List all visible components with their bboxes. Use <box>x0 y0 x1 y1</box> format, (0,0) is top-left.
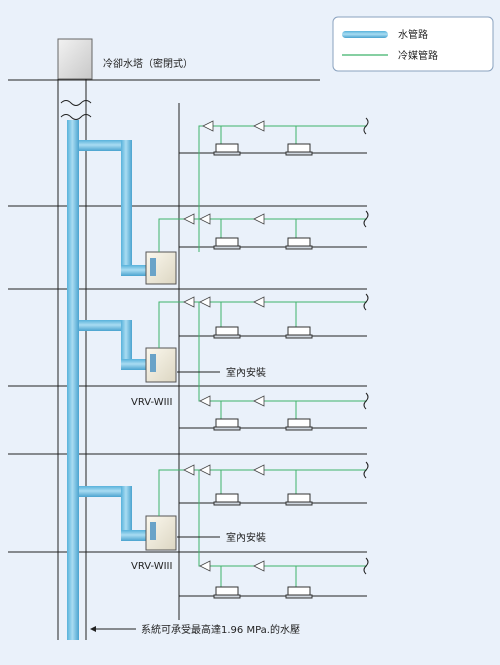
legend-water-swatch <box>342 31 388 38</box>
indoor-unit <box>285 418 313 431</box>
floor-lines <box>8 205 367 553</box>
water-branch-2 <box>79 320 148 370</box>
edge-break-marks <box>363 117 369 575</box>
vrv-label-1: VRV-WIII <box>131 397 172 408</box>
water-branch-1 <box>79 140 148 276</box>
water-branch-3 <box>79 486 148 541</box>
vrv-unit-2 <box>145 347 177 383</box>
legend-water-label: 水管路 <box>398 28 428 41</box>
legend-box <box>332 16 494 72</box>
branch-triangles <box>183 120 265 572</box>
pressure-arrow-icon <box>90 626 96 632</box>
vrv-unit-1 <box>145 251 177 285</box>
indoor-unit <box>285 143 313 156</box>
ceiling-lines <box>179 152 367 597</box>
indoor-unit <box>213 237 241 250</box>
indoor-unit <box>213 143 241 156</box>
indoor-units <box>213 143 313 599</box>
vrv-label-2: VRV-WIII <box>131 561 172 572</box>
indoor-unit <box>285 493 313 506</box>
legend: 水管路 冷媒管路 <box>332 16 494 72</box>
indoor-unit <box>285 326 313 339</box>
refrigerant-lines <box>158 125 367 590</box>
indoor-unit <box>213 586 241 599</box>
indoor-unit <box>285 586 313 599</box>
indoor-install-label-2: 室內安裝 <box>226 531 266 544</box>
pressure-note: 系統可承受最高達1.96 MPa.的水壓 <box>141 623 300 636</box>
indoor-unit <box>213 326 241 339</box>
indoor-unit <box>213 418 241 431</box>
cooling-tower: 冷卻水塔（密閉式） <box>57 38 193 80</box>
indoor-unit <box>213 493 241 506</box>
indoor-unit <box>285 237 313 250</box>
legend-refrigerant-label: 冷媒管路 <box>398 49 438 62</box>
indoor-install-label-1: 室內安裝 <box>226 366 266 379</box>
cooling-tower-icon <box>57 38 93 80</box>
vrv-unit-3 <box>145 515 177 551</box>
cooling-tower-label: 冷卻水塔（密閉式） <box>103 57 193 70</box>
water-riser-pipe <box>67 120 79 640</box>
water-riser <box>57 79 92 640</box>
